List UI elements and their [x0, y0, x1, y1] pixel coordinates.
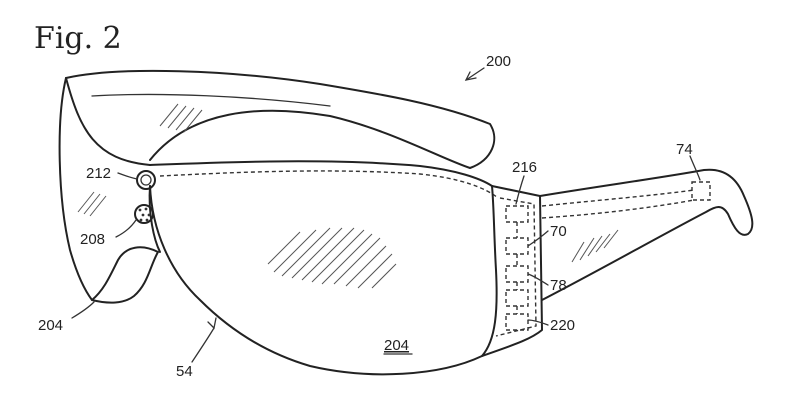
component-box: [505, 205, 529, 223]
arm-dashed-lower: [541, 199, 695, 219]
far-arm-inner-edge: [91, 93, 331, 107]
ref-74: 74: [676, 141, 693, 158]
leader-220: [527, 319, 549, 326]
ref-204-lens: 204: [384, 337, 409, 354]
sensor-208: [134, 204, 154, 224]
ref-216: 216: [512, 159, 537, 176]
leader-lines: [71, 67, 701, 363]
top-dashed-seam: [159, 170, 499, 199]
main-lens: [149, 185, 498, 376]
ref-208: 208: [80, 231, 105, 248]
ref-220: 220: [550, 317, 575, 334]
camera-lens-212: [136, 170, 156, 190]
ref-70: 70: [550, 223, 567, 240]
shield-left-inner: [65, 77, 151, 166]
arm-end-component: [691, 181, 711, 201]
leader-204-left: [71, 301, 95, 319]
ref-78: 78: [550, 277, 567, 294]
leader-200: [465, 67, 485, 81]
leader-54: [191, 327, 215, 363]
shield-top-edge: [149, 160, 493, 187]
hinge-block: [481, 185, 543, 357]
component-box: [505, 289, 529, 307]
ref-200: 200: [486, 53, 511, 70]
component-box: [505, 313, 529, 331]
arrow-54: [207, 317, 217, 330]
leader-74: [689, 155, 701, 181]
hinge-dashed-border: [495, 197, 537, 337]
ref-54: 54: [176, 363, 193, 380]
leader-208: [115, 219, 137, 238]
leader-216: [515, 175, 525, 205]
camera-lens-inner: [140, 174, 152, 186]
far-temple-arm: [65, 69, 496, 169]
left-lens-lower: [91, 246, 159, 304]
figure-title: Fig. 2: [34, 21, 122, 56]
near-temple-arm: [539, 168, 754, 301]
ref-204-left: 204: [38, 317, 63, 334]
lens-reflection-hatching: [267, 227, 397, 289]
shield-left-edge: [58, 77, 93, 301]
lens-nose-edge: [148, 185, 161, 253]
glasses-drawing: [58, 67, 754, 376]
hinge-components: [505, 205, 529, 331]
component-box: [505, 237, 529, 255]
far-lens-hatching: [77, 103, 203, 217]
ref-212: 212: [86, 165, 111, 182]
leader-78: [527, 273, 549, 286]
arrow-200: [464, 71, 477, 81]
arm-reflection-hatching: [571, 229, 619, 263]
sensor-208-dots: [138, 207, 151, 222]
leader-212: [117, 172, 138, 180]
leader-70: [527, 230, 549, 247]
component-box: [505, 265, 529, 283]
arm-dashed-channel: [541, 189, 695, 207]
